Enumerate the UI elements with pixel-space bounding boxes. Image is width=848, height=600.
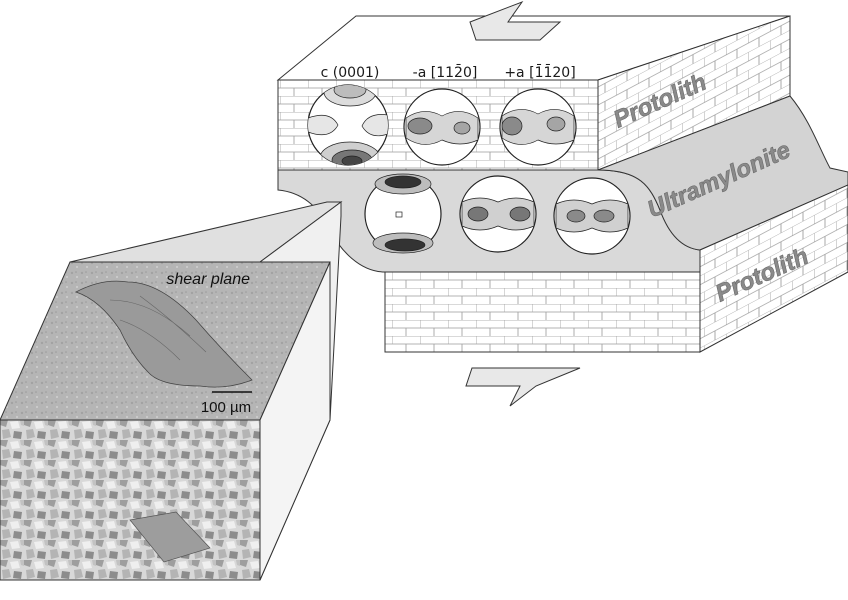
pole-figure-c-bottom <box>364 173 442 254</box>
label-minus-a-axis: -a [112̄0] <box>413 63 478 81</box>
inset-sample-block <box>0 261 331 581</box>
shear-sense-arrow-bottom-icon <box>465 367 581 407</box>
shear-sense-arrow-top-icon <box>469 0 562 41</box>
pole-figure-plus-a-top <box>499 88 577 166</box>
label-plus-a-axis: +a [1̄1̄20] <box>504 63 575 81</box>
pole-figure-minus-a-top <box>403 88 481 166</box>
label-scale-bar: 100 µm <box>201 399 251 416</box>
grain-image <box>74 280 253 388</box>
pole-figure-plus-a-bottom <box>553 177 631 255</box>
label-c-axis: c (0001) <box>321 65 380 81</box>
ebsd-map <box>0 419 261 581</box>
pole-figure-minus-a-bottom <box>459 175 537 253</box>
scale-bar: 100 µm <box>201 391 252 416</box>
protolith-bottom-block <box>384 184 848 353</box>
label-shear-plane: shear plane <box>166 271 250 288</box>
